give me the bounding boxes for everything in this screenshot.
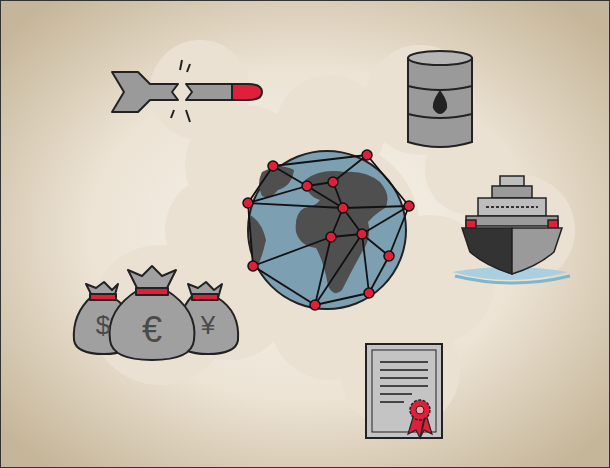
currency-symbol: ¥ [201, 312, 215, 338]
oil-barrel [408, 51, 472, 147]
cloud [90, 40, 575, 430]
certificate [366, 344, 442, 438]
currency-symbol: € [142, 312, 162, 348]
cargo-ship [452, 176, 570, 283]
money-bags [74, 266, 238, 360]
broken-missile [112, 60, 262, 122]
network-globe [243, 150, 414, 310]
currency-symbol: $ [96, 312, 110, 338]
